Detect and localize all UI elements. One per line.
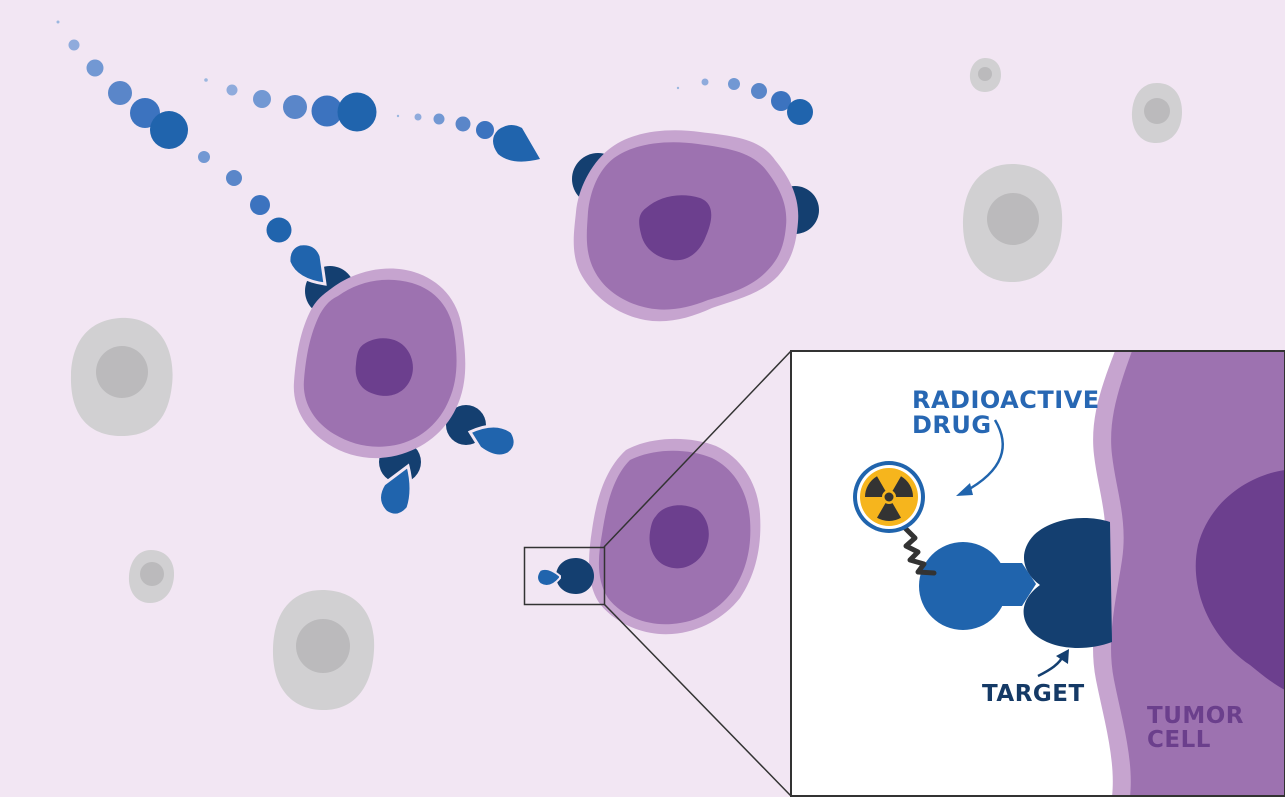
drug-molecule <box>287 242 327 286</box>
radiation-icon <box>853 461 925 533</box>
healthy-nucleus <box>296 619 350 673</box>
drug-label-line2: DRUG <box>912 411 992 439</box>
tumor-label-line1: TUMOR <box>1147 703 1244 729</box>
arrow-head-icon <box>956 483 973 496</box>
healthy-cell <box>128 550 175 603</box>
healthy-cell <box>1131 83 1182 143</box>
inset-border <box>790 350 1285 797</box>
zoom-line <box>603 603 792 797</box>
healthy-cells <box>70 58 1182 711</box>
healthy-nucleus <box>1144 98 1170 124</box>
healthy-nucleus <box>96 346 148 398</box>
target-label: TARGET <box>982 681 1085 707</box>
drug-particle-trails <box>56 20 813 243</box>
zoom-box <box>523 546 606 606</box>
healthy-cell <box>272 590 375 711</box>
tumor-cell <box>589 438 761 635</box>
inset-panel: RADIOACTIVE DRUG TARGET TUMOR CELL <box>790 350 1285 797</box>
bound-drug-small <box>536 558 594 594</box>
healthy-nucleus <box>978 67 992 81</box>
healthy-cell <box>969 58 1001 92</box>
healthy-cell <box>70 317 173 437</box>
healthy-nucleus <box>987 193 1039 245</box>
zoom-line <box>603 350 792 548</box>
arrow-head-icon <box>1056 649 1069 664</box>
drug-molecule <box>378 463 413 517</box>
drug-molecule <box>467 424 517 458</box>
linker <box>902 525 937 576</box>
target-receptor <box>1023 518 1112 648</box>
tumor-nucleus <box>649 505 709 569</box>
drug-label-line1: RADIOACTIVE <box>912 386 1100 414</box>
healthy-nucleus <box>140 562 164 586</box>
healthy-cell <box>962 164 1063 283</box>
tumor-cell <box>293 266 486 483</box>
tumor-label-line2: CELL <box>1147 727 1211 753</box>
tumor-nucleus <box>639 195 712 261</box>
drug-molecule <box>919 542 1036 630</box>
tumor-nucleus <box>1195 470 1285 690</box>
tumor-cell <box>572 130 819 322</box>
tumor-nucleus <box>355 338 413 396</box>
drug-molecule <box>493 124 540 162</box>
arrow-icon <box>963 419 1004 494</box>
